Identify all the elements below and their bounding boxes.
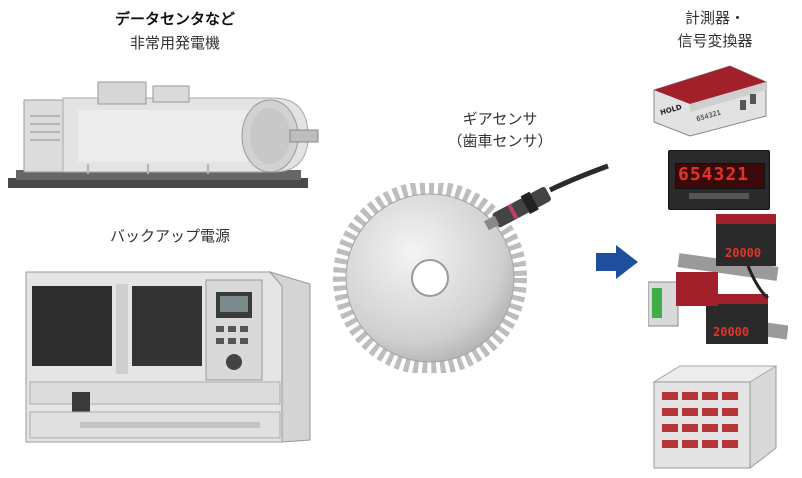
panel-meter: 654321 [668, 150, 770, 210]
label-backup-power: バックアップ電源 [109, 227, 230, 245]
panel-meter-display: 654321 [678, 164, 750, 185]
handheld-instrument: HOLD 654321 [650, 60, 770, 138]
label-gear-sensor: ギアセンサ [462, 110, 538, 128]
label-instruments-line2: 信号変換器 [677, 32, 753, 50]
label-datacenter: データセンタなど [114, 10, 235, 28]
label-generator: 非常用発電機 [129, 34, 220, 52]
sensor-probe-illustration [484, 163, 609, 231]
din-meter-a-display: 20000 [725, 246, 762, 260]
generator-illustration [8, 81, 319, 188]
machine-illustration [25, 271, 311, 443]
multichannel-converter-box [652, 365, 778, 469]
arrow-right-icon [596, 245, 638, 279]
gear-illustration [333, 183, 527, 373]
din-meter-b-display: 20000 [713, 325, 750, 339]
din-rail-meters [648, 214, 788, 344]
label-instruments-line1: 計測器・ [684, 9, 745, 27]
label-gear-sensor-alt: （歯車センサ） [447, 132, 553, 150]
